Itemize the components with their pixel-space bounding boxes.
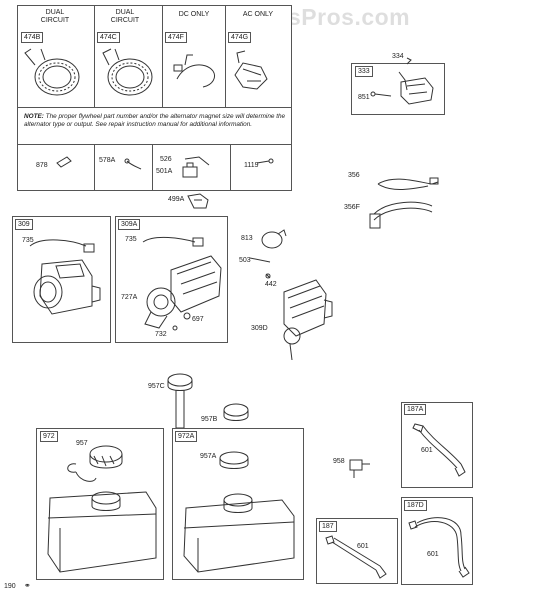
part-label-503[interactable]: 503	[239, 257, 251, 264]
part-label-878[interactable]: 878	[36, 162, 48, 169]
fuel-line-187D-drawing	[408, 517, 470, 578]
header-ac-only: AC ONLY	[242, 11, 274, 18]
part-code-972[interactable]: 972	[40, 431, 58, 442]
part-code-474G[interactable]: 474G	[228, 32, 252, 43]
fuel-valve-958-drawing	[349, 459, 370, 478]
box-309	[12, 216, 111, 343]
part-label-1119[interactable]: 1119	[244, 162, 259, 169]
table-col-divider	[230, 144, 231, 191]
alternator-coil-drawing	[24, 48, 268, 96]
part-code-187[interactable]: 187	[319, 521, 337, 532]
part-label-957C[interactable]: 957C	[148, 383, 165, 390]
part-label-601[interactable]: 601	[421, 447, 433, 454]
note-label: NOTE:	[24, 113, 44, 120]
fuel-line-187A-drawing	[412, 423, 466, 477]
part-label-851[interactable]: 851	[358, 94, 370, 101]
table-row-divider	[17, 144, 292, 145]
part-label-697[interactable]: 697	[192, 316, 204, 323]
part-label-526[interactable]: 526	[160, 156, 172, 163]
table-col-divider	[94, 144, 95, 191]
part-code-474F[interactable]: 474F	[165, 32, 187, 43]
starter-motor-309A-drawing	[142, 236, 222, 331]
header-dual-circuit: DUAL CIRCUIT	[40, 9, 70, 24]
part-label-735[interactable]: 735	[125, 236, 137, 243]
part-label-957A[interactable]: 957A	[200, 453, 217, 460]
part-label-958[interactable]: 958	[333, 458, 345, 465]
part-label-334[interactable]: 334	[392, 53, 404, 60]
fuel-tank-972A-drawing	[183, 451, 295, 573]
fuel-tank-972-drawing	[47, 445, 157, 573]
ground-wire-drawing	[369, 177, 439, 229]
ignition-module-drawing	[370, 57, 434, 105]
part-label-727A[interactable]: 727A	[121, 294, 138, 301]
part-label-499A[interactable]: 499A	[168, 196, 185, 203]
box-187A	[401, 402, 473, 488]
table-col-divider	[162, 5, 163, 107]
part-label-356F[interactable]: 356F	[344, 204, 360, 211]
table-col-divider	[225, 5, 226, 107]
revision-icon: ⚭	[24, 581, 31, 590]
part-label-356[interactable]: 356	[348, 172, 360, 179]
part-label-501A[interactable]: 501A	[156, 168, 173, 175]
box-972	[36, 428, 164, 580]
part-code-187D[interactable]: 187D	[404, 500, 427, 511]
table-row-divider	[17, 107, 292, 108]
note-text: The proper flywheel part number and/or t…	[24, 113, 286, 128]
part-code-333[interactable]: 333	[355, 66, 373, 77]
part-code-309A[interactable]: 309A	[118, 219, 141, 230]
part-label-578A[interactable]: 578A	[99, 157, 116, 164]
fuel-line-187-drawing	[325, 535, 387, 579]
table-col-divider	[94, 5, 95, 107]
part-label-813[interactable]: 813	[241, 235, 253, 242]
part-499A-drawing	[187, 193, 209, 209]
clamp-and-starter-309D-drawing	[249, 229, 333, 361]
header-dc-only: DC ONLY	[178, 11, 210, 18]
starter-motor-309-drawing	[29, 239, 101, 315]
part-label-601[interactable]: 601	[427, 551, 439, 558]
part-code-972A[interactable]: 972A	[175, 431, 198, 442]
table-col-divider	[152, 144, 153, 191]
part-label-957[interactable]: 957	[76, 440, 88, 447]
part-code-309[interactable]: 309	[15, 219, 33, 230]
part-code-474C[interactable]: 474C	[97, 32, 120, 43]
alternator-note: NOTE: The proper flywheel part number an…	[24, 113, 286, 129]
part-label-732[interactable]: 732	[155, 331, 167, 338]
part-code-187A[interactable]: 187A	[404, 404, 427, 415]
part-label-442[interactable]: 442	[265, 281, 277, 288]
part-label-735[interactable]: 735	[22, 237, 34, 244]
page-number: 190	[4, 583, 16, 590]
part-code-474B[interactable]: 474B	[21, 32, 44, 43]
part-label-601[interactable]: 601	[357, 543, 369, 550]
small-parts-drawing	[56, 156, 274, 178]
header-dual-circuit: DUAL CIRCUIT	[110, 9, 140, 24]
part-label-309D[interactable]: 309D	[251, 325, 268, 332]
part-label-957B[interactable]: 957B	[201, 416, 218, 423]
